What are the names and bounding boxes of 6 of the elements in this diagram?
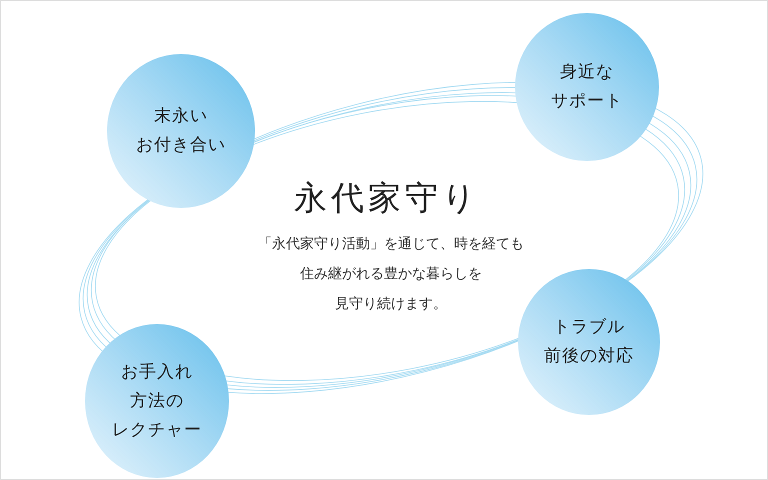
- diagram-title: 永代家守り: [294, 177, 480, 219]
- feature-label: 末永いお付き合い: [136, 105, 226, 157]
- feature-label: 身近なサポート: [551, 61, 623, 113]
- feature-label: トラブル前後の対応: [544, 316, 634, 368]
- feature-label: お手入れ方法のレクチャー: [112, 360, 202, 442]
- description-text: 「永代家守り活動」を通じて、時を経ても住み継がれる豊かな暮らしを見守り続けます。: [258, 235, 524, 314]
